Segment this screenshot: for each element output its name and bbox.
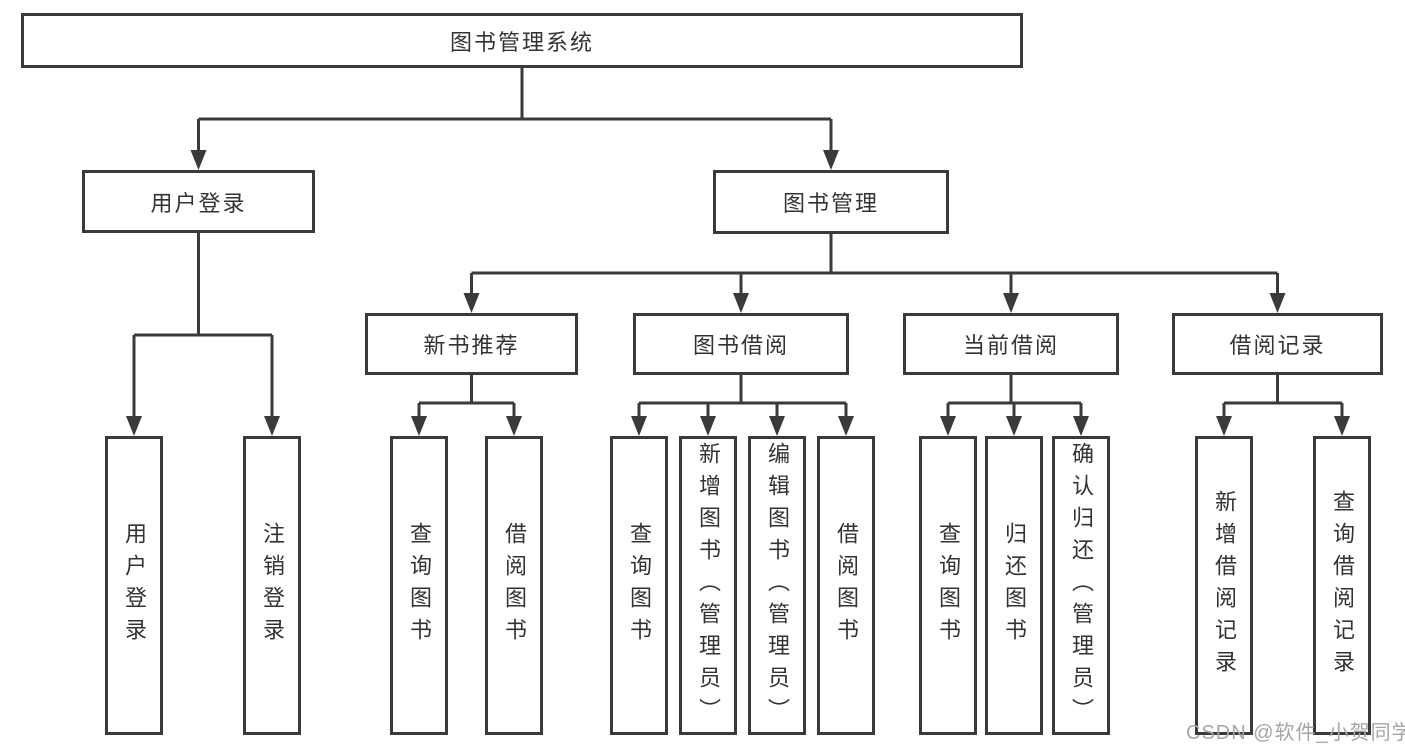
node-book-management: 图书管理 [713, 170, 949, 234]
leaf-return-books: 归还图书 [985, 436, 1043, 735]
leaf-query-books-borrowing: 查询图书 [610, 436, 668, 735]
connector-borrowing-to-leaves [637, 375, 848, 420]
arrow-down-icon [700, 416, 716, 436]
connector-bookmgmt-to-level3 [470, 234, 1279, 297]
node-user-login: 用户登录 [82, 170, 315, 233]
arrow-down-icon [823, 150, 839, 170]
node-borrowing-records: 借阅记录 [1172, 313, 1383, 375]
connector-userlogin-to-leaves [132, 233, 274, 420]
arrow-down-icon [1003, 293, 1019, 313]
leaf-edit-books-admin: 编辑图书（管理员） [748, 436, 806, 735]
connector-newbook-to-leaves [417, 375, 516, 420]
arrow-down-icon [1216, 416, 1232, 436]
node-library-system: 图书管理系统 [21, 13, 1023, 68]
connector-root-to-level2 [197, 68, 833, 154]
arrow-down-icon [838, 416, 854, 436]
arrow-down-icon [1334, 416, 1350, 436]
leaf-borrow-books-borrowing: 借阅图书 [817, 436, 875, 735]
connector-current-to-leaves [946, 375, 1083, 420]
arrow-down-icon [1006, 416, 1022, 436]
leaf-query-books-recommend: 查询图书 [390, 436, 448, 735]
node-book-borrowing: 图书借阅 [633, 313, 849, 375]
arrow-down-icon [940, 416, 956, 436]
watermark: CSDN @软件_小贺同学 [1186, 722, 1405, 744]
connector-records-to-leaves [1222, 375, 1344, 420]
arrow-down-icon [463, 293, 480, 313]
leaf-logout: 注销登录 [243, 436, 301, 735]
arrow-down-icon [190, 150, 207, 170]
leaf-borrow-books-recommend: 借阅图书 [485, 436, 543, 735]
leaf-query-borrow-record: 查询借阅记录 [1313, 436, 1371, 735]
leaf-add-borrow-record: 新增借阅记录 [1195, 436, 1253, 735]
arrow-down-icon [264, 416, 280, 436]
node-current-borrowing: 当前借阅 [903, 313, 1119, 375]
arrow-down-icon [1269, 293, 1286, 313]
arrow-down-icon [769, 416, 785, 436]
leaf-user-login: 用户登录 [105, 436, 163, 735]
arrow-down-icon [1073, 416, 1089, 436]
arrow-down-icon [126, 416, 142, 436]
arrow-down-icon [506, 416, 522, 436]
arrow-down-icon [411, 416, 427, 436]
arrow-down-icon [631, 416, 647, 436]
node-new-book-recommend: 新书推荐 [365, 313, 578, 375]
leaf-query-books-current: 查询图书 [919, 436, 977, 735]
leaf-add-books-admin: 新增图书（管理员） [679, 436, 737, 735]
arrow-down-icon [733, 293, 749, 313]
leaf-confirm-return-admin: 确认归还（管理员） [1052, 436, 1110, 735]
